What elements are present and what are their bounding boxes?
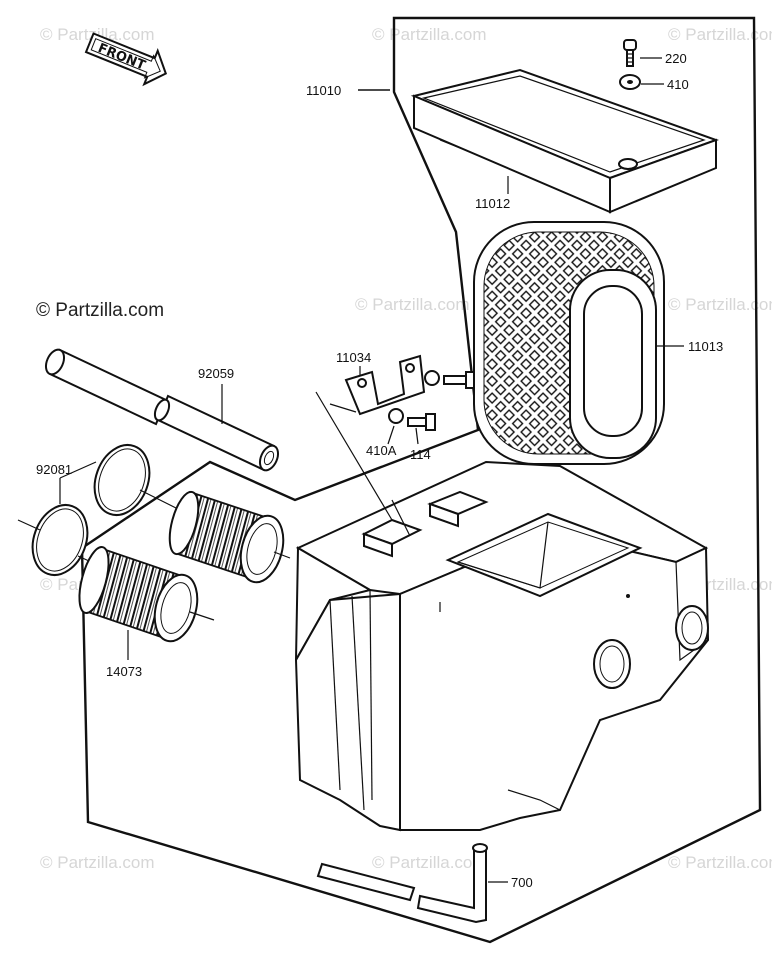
main-watermark: © Partzilla.com	[36, 300, 164, 321]
o-rings-92081	[31, 444, 151, 576]
faint-watermark: © Partzilla.com	[668, 25, 772, 44]
callout-92081: 92081	[36, 462, 72, 477]
faint-watermark: © Partzilla.com	[40, 853, 155, 872]
faint-watermark: © Partzilla.com	[668, 853, 772, 872]
callout-410: 410	[667, 77, 689, 92]
callout-14073: 14073	[106, 664, 142, 679]
washer-410	[619, 74, 641, 90]
drain-tube-700	[316, 843, 488, 924]
leader-410A	[387, 425, 395, 445]
bracket-11034	[329, 354, 426, 416]
duct-upper-14073	[168, 490, 285, 584]
callout-11010: 11010	[306, 83, 341, 98]
assembly-outline	[80, 16, 762, 944]
hose-92059	[44, 348, 280, 472]
bolt-upper	[424, 370, 475, 389]
callout-92059: 92059	[198, 366, 234, 381]
faint-watermark: © Partzilla.com	[372, 853, 487, 872]
air-cleaner-housing	[294, 460, 710, 832]
callout-410A: 410A	[366, 443, 397, 458]
duct-lower-14073	[78, 546, 199, 643]
faint-watermark: © Partzilla.com	[372, 25, 487, 44]
faint-watermark: © Partzilla.com	[355, 295, 470, 314]
callout-11034: 11034	[336, 350, 371, 365]
leader-bracket-guide	[315, 391, 411, 537]
screw-220	[623, 39, 637, 67]
callout-220: 220	[665, 51, 687, 66]
leader-92081	[59, 461, 97, 504]
leader-duct-dash	[189, 551, 291, 621]
bolt-114	[407, 413, 436, 431]
callout-11013: 11013	[688, 339, 723, 354]
callout-700: 700	[511, 875, 533, 890]
callout-114: 114	[410, 447, 431, 462]
filter-element-11013	[473, 221, 665, 465]
callout-11012: 11012	[475, 196, 510, 211]
leader-114	[415, 427, 419, 445]
washer-410A	[388, 408, 404, 424]
faint-watermark: © Partzilla.com	[668, 295, 772, 314]
cover-11012	[410, 68, 719, 214]
